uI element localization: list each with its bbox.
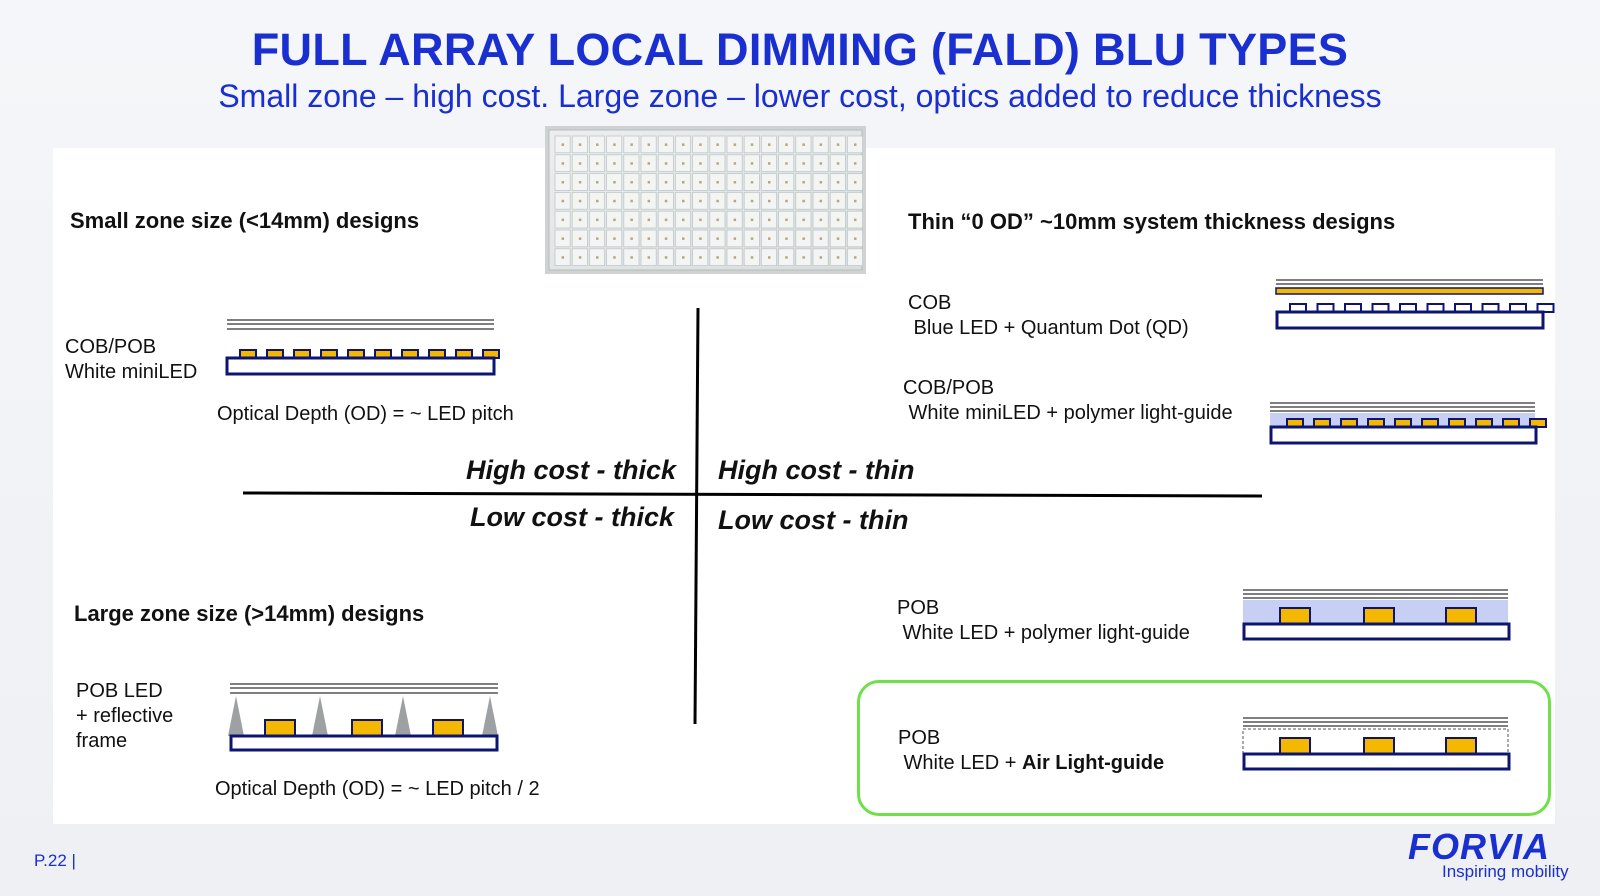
large-zone-header: Large zone size (>14mm) designs xyxy=(74,601,425,626)
pob-reflective-label: POB LED + reflective frame xyxy=(76,680,174,752)
pob-air-diagram xyxy=(1242,717,1511,771)
cob-pob-small-od-note: Optical Depth (OD) = ~ LED pitch xyxy=(217,403,514,425)
quadrant-high-cost-thick: High cost - thick xyxy=(466,455,677,485)
pob-polymer-label: POB White LED + polymer light-guide xyxy=(897,597,1190,644)
pob-reflective-od-note: Optical Depth (OD) = ~ LED pitch / 2 xyxy=(215,778,540,800)
quadrant-low-cost-thick: Low cost - thick xyxy=(470,502,675,532)
forvia-logo: FORVIA xyxy=(1408,826,1551,867)
cob-pob-small-diagram xyxy=(225,319,500,376)
air-lightguide-highlight-box xyxy=(857,680,1551,816)
page-subtitle: Small zone – high cost. Large zone – low… xyxy=(218,78,1382,114)
led-array-photo xyxy=(545,126,866,274)
quadrant-high-cost-thin: High cost - thin xyxy=(718,455,915,485)
thin-designs-header: Thin “0 OD” ~10mm system thickness desig… xyxy=(908,209,1396,234)
logo-tagline: Inspiring mobility xyxy=(1442,862,1569,881)
cob-pob-small-label: COB/POB White miniLED xyxy=(65,336,198,383)
page-number: P.22 | xyxy=(34,851,76,870)
pob-air-label: POB White LED + Air Light-guide xyxy=(898,727,1165,774)
page-title: FULL ARRAY LOCAL DIMMING (FALD) BLU TYPE… xyxy=(251,24,1349,75)
cob-qd-diagram xyxy=(1275,279,1555,330)
cob-pob-polymer-diagram xyxy=(1269,402,1547,445)
pob-reflective-diagram xyxy=(228,683,499,752)
small-zone-header: Small zone size (<14mm) designs xyxy=(70,208,420,233)
pob-polymer-diagram xyxy=(1242,589,1511,641)
mini-led xyxy=(1536,303,1555,313)
mini-led xyxy=(1529,418,1547,428)
quadrant-low-cost-thin: Low cost - thin xyxy=(718,505,909,535)
cob-pob-polymer-label: COB/POB White miniLED + polymer light-gu… xyxy=(903,377,1233,424)
cob-qd-label: COB Blue LED + Quantum Dot (QD) xyxy=(908,292,1189,339)
